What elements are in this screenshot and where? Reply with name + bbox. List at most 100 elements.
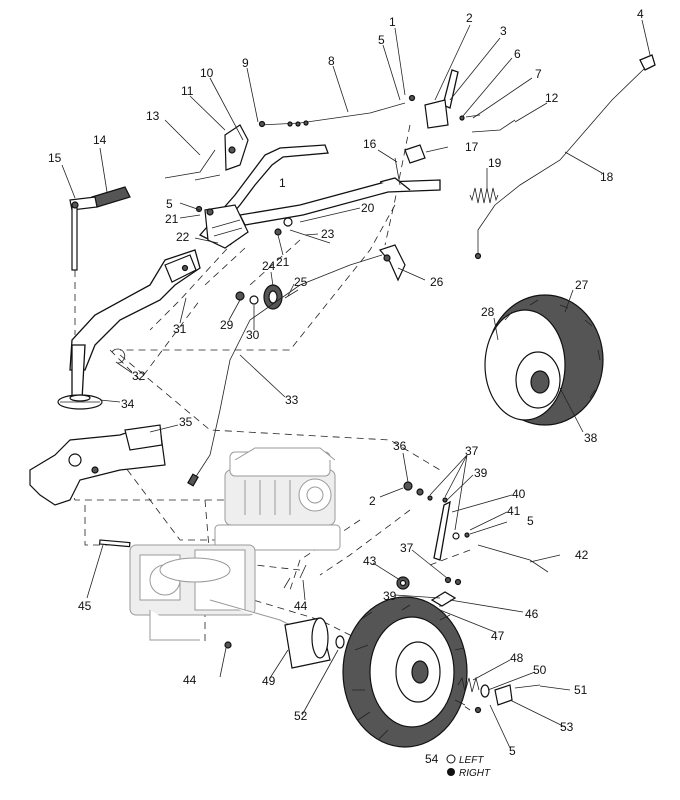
callout-33: 33 [285,393,299,407]
callout-8: 8 [328,54,335,68]
callout-44b: 44 [183,673,197,687]
bolt-25 [284,289,299,299]
callout-18: 18 [600,170,614,184]
cable-33 [187,254,383,487]
callout-42: 42 [575,548,589,562]
callout-15: 15 [48,151,62,165]
engine-ghost [214,447,341,551]
spring-19 [469,187,499,204]
callout-40: 40 [512,487,526,501]
callout-21b: 21 [276,255,290,269]
callout-14: 14 [93,133,107,147]
shift-lever [408,69,516,133]
callout-39a: 39 [474,466,488,480]
callout-37b: 37 [400,541,414,555]
callout-13: 13 [146,109,160,123]
nut-5-wheel [474,706,482,714]
nut-21 [195,205,282,236]
handle-lower-mount [204,204,249,249]
callout-30: 30 [246,328,260,342]
callout-20: 20 [361,201,375,215]
callout-2a: 2 [466,11,473,25]
leader-lines [61,19,651,749]
side-legend: LEFT RIGHT [446,754,491,779]
callout-44a: 44 [294,599,308,613]
rod-42 [477,544,549,573]
washer-29 [235,291,245,301]
bolts-44 [224,564,307,649]
housing-35 [29,424,166,506]
callout-49: 49 [262,674,276,688]
column-base [57,394,103,410]
cable-8 [258,102,406,128]
washer-50 [480,684,490,698]
callout-28: 28 [481,305,495,319]
lever-46 [430,576,462,607]
bolt-23 [283,217,331,244]
callout-29: 29 [220,318,234,332]
washer-43 [396,576,410,590]
callout-43: 43 [363,554,377,568]
callout-26: 26 [430,275,444,289]
callout-10: 10 [200,66,214,80]
callout-19: 19 [488,156,502,170]
callout-4: 4 [637,7,644,21]
callout-34: 34 [121,397,135,411]
drive-control-rod [474,54,656,260]
washer-52 [335,635,345,649]
callout-51: 51 [574,683,588,697]
callout-52: 52 [294,709,308,723]
hub-49 [284,617,331,669]
callout-5b: 5 [166,197,173,211]
callout-27: 27 [575,278,589,292]
callout-5d: 5 [509,744,516,758]
callout-53: 53 [560,720,574,734]
callout-5c: 5 [527,514,534,528]
callout-38: 38 [584,431,598,445]
callout-39b: 39 [383,589,397,603]
callout-5a: 5 [378,33,385,47]
callout-25: 25 [294,275,308,289]
callout-3: 3 [500,24,507,38]
callout-7: 7 [535,67,542,81]
callout-12: 12 [545,91,559,105]
transmission-ghost [129,544,301,641]
nut-36 [403,481,413,491]
handle-control-bracket [224,124,249,171]
callout-9: 9 [242,56,249,70]
callout-37a: 37 [465,444,479,458]
cable-control-lever [164,149,221,181]
washer-30 [249,295,259,305]
callout-23: 23 [321,227,335,241]
callout-1a: 1 [389,15,396,29]
legend-right-label: RIGHT [459,768,491,779]
callout-45: 45 [78,599,92,613]
callout-35: 35 [179,415,193,429]
cable-bracket-26 [378,244,406,282]
snap-ring [111,348,126,364]
callouts: 1 1 2 2 3 4 5 5 5 5 6 7 8 9 10 11 12 13 … [48,7,644,766]
clip-17 [404,144,426,164]
callout-41: 41 [507,504,521,518]
callout-1b: 1 [279,176,286,190]
lever-40 [416,488,470,561]
shaft-45 [99,539,131,548]
callout-46: 46 [525,607,539,621]
callout-11: 11 [181,84,194,98]
callout-36: 36 [393,439,407,453]
pin-16 [394,157,401,186]
callout-31: 31 [173,322,187,336]
callout-48: 48 [510,651,524,665]
bracket-53 [494,684,513,706]
callout-6: 6 [514,47,521,61]
callout-32: 32 [132,369,146,383]
wheel-54 [342,596,468,748]
callout-54: 54 [425,752,439,766]
callout-24: 24 [262,259,276,273]
callout-50: 50 [533,663,547,677]
callout-17: 17 [465,140,479,154]
callout-47: 47 [491,629,505,643]
right-marker-icon [447,768,455,776]
left-marker-icon [446,754,456,764]
